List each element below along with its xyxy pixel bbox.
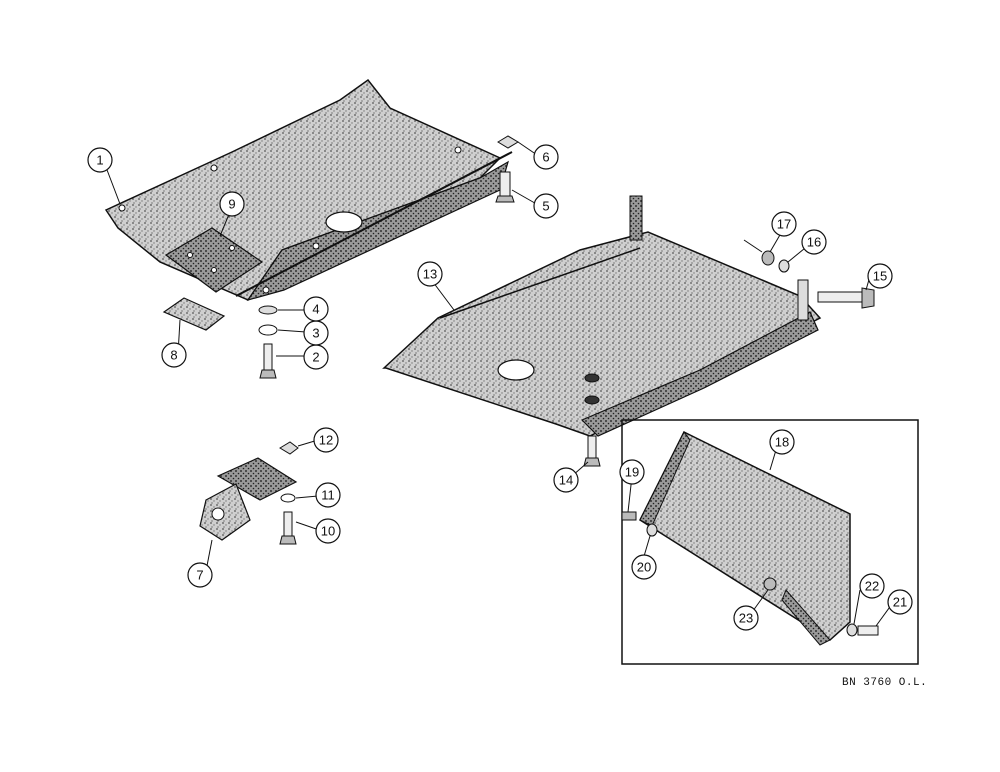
callout-20: 20 (631, 554, 657, 580)
callout-3: 3 (303, 320, 329, 346)
callout-16: 16 (801, 229, 827, 255)
callout-number: 21 (893, 595, 907, 610)
callout-number: 6 (542, 150, 549, 165)
callout-number: 3 (312, 326, 319, 341)
callout-number: 11 (321, 488, 335, 503)
callout-circle (187, 562, 213, 588)
callout-circle (161, 342, 187, 368)
callout-circle (631, 554, 657, 580)
callout-9: 9 (219, 191, 245, 217)
callout-1: 1 (87, 147, 113, 173)
callout-number: 4 (312, 302, 319, 317)
callout-circle (867, 263, 893, 289)
callout-15: 15 (867, 263, 893, 289)
callout-circle (887, 589, 913, 615)
callout-number: 9 (228, 197, 235, 212)
drawing-number: BN 3760 O.L. (842, 677, 928, 689)
callout-number: 10 (321, 524, 335, 539)
callout-circle (533, 193, 559, 219)
callout-number: 7 (196, 568, 203, 583)
callout-number: 18 (775, 435, 789, 450)
callout-circle (315, 482, 341, 508)
callout-number: 19 (625, 465, 639, 480)
skid-plate-center (382, 195, 822, 437)
hitch-bracket-7 (199, 457, 298, 541)
callout-circle (553, 467, 579, 493)
callout-number: 15 (873, 269, 887, 284)
bolt-15-nut-16-17 (761, 250, 875, 309)
callout-number: 8 (170, 348, 177, 363)
callout-circle (769, 429, 795, 455)
callout-18: 18 (769, 429, 795, 455)
callout-6: 6 (533, 144, 559, 170)
callout-circle (533, 144, 559, 170)
callout-13: 13 (417, 261, 443, 287)
callout-21: 21 (887, 589, 913, 615)
callout-22: 22 (859, 573, 885, 599)
callout-circle (303, 296, 329, 322)
callout-19: 19 (619, 459, 645, 485)
inset-frame (621, 419, 919, 665)
callout-number: 17 (777, 217, 791, 232)
skid-plate-front (104, 78, 513, 302)
bolt-14 (583, 373, 601, 467)
callout-circle (87, 147, 113, 173)
callout-10: 10 (315, 518, 341, 544)
callout-number: 5 (542, 199, 549, 214)
callout-circle (859, 573, 885, 599)
callout-23: 23 (733, 605, 759, 631)
callout-circle (771, 211, 797, 237)
callout-circle (219, 191, 245, 217)
callout-14: 14 (553, 467, 579, 493)
callout-17: 17 (771, 211, 797, 237)
callout-number: 2 (312, 350, 319, 365)
callout-11: 11 (315, 482, 341, 508)
callout-circle (801, 229, 827, 255)
callout-circle (313, 427, 339, 453)
callout-number: 14 (559, 473, 573, 488)
callout-number: 13 (423, 267, 437, 282)
bolt-10-washer-11-nut-12 (279, 441, 299, 545)
callout-2: 2 (303, 344, 329, 370)
side-shield-18 (639, 430, 851, 646)
callout-number: 16 (807, 235, 821, 250)
callout-5: 5 (533, 193, 559, 219)
callout-number: 22 (865, 579, 879, 594)
bolt-2-washers-3-4 (258, 305, 278, 379)
callout-circle (315, 518, 341, 544)
callout-7: 7 (187, 562, 213, 588)
bracket-9 (164, 227, 264, 293)
callout-circle (417, 261, 443, 287)
callout-number: 20 (637, 560, 651, 575)
shim-plate-8 (162, 297, 226, 331)
callout-4: 4 (303, 296, 329, 322)
callout-circle (733, 605, 759, 631)
callout-circle (619, 459, 645, 485)
callout-number: 12 (319, 433, 333, 448)
callout-8: 8 (161, 342, 187, 368)
callout-number: 1 (96, 153, 103, 168)
inset-hardware (621, 511, 879, 637)
callout-number: 23 (739, 611, 753, 626)
callout-12: 12 (313, 427, 339, 453)
